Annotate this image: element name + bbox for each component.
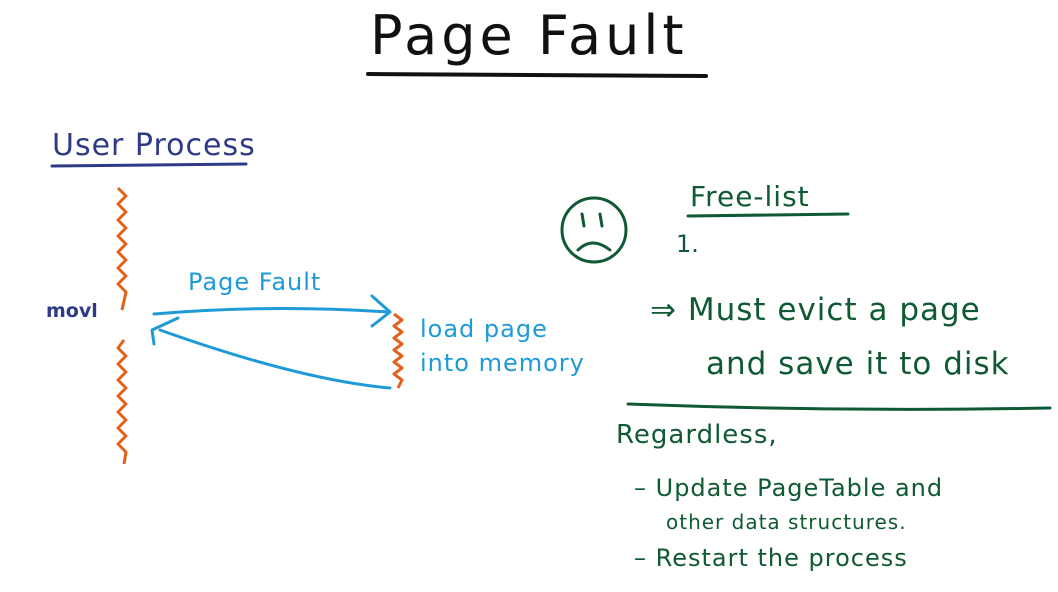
handler-label-line2: into memory: [420, 349, 585, 377]
return-arrowhead: [150, 316, 180, 346]
free-list-item: 1.: [676, 230, 699, 258]
sad-face-icon: [560, 196, 628, 264]
handler-label-line1: load page: [420, 315, 548, 343]
page-fault-arrow: [152, 306, 390, 316]
handler-squiggle: [392, 312, 404, 389]
evict-note-line1: ⇒ Must evict a page: [650, 292, 981, 328]
page-fault-arrow-label: Page Fault: [188, 268, 322, 296]
return-arrow: [158, 328, 392, 390]
bullet-update-line2: other data structures.: [666, 510, 907, 534]
free-list-title: Free-list: [690, 180, 810, 213]
section-divider: [626, 402, 1052, 411]
page-title: Page Fault: [370, 4, 688, 67]
handler-label: load page into memory: [420, 312, 585, 380]
evict-note-line2: and save it to disk: [706, 346, 1010, 382]
free-list-underline: [686, 212, 850, 218]
page-fault-arrowhead: [370, 294, 392, 328]
bullet-restart: – Restart the process: [634, 544, 908, 572]
user-process-underline: [50, 162, 248, 168]
title-underline: [366, 72, 708, 78]
regardless-heading: Regardless,: [616, 420, 778, 450]
process-squiggle-bottom: [116, 339, 128, 465]
bullet-update-line1: – Update PageTable and: [634, 474, 944, 502]
instruction-label: movl: [46, 300, 98, 322]
user-process-heading: User Process: [52, 128, 256, 163]
process-squiggle-top: [116, 186, 128, 311]
